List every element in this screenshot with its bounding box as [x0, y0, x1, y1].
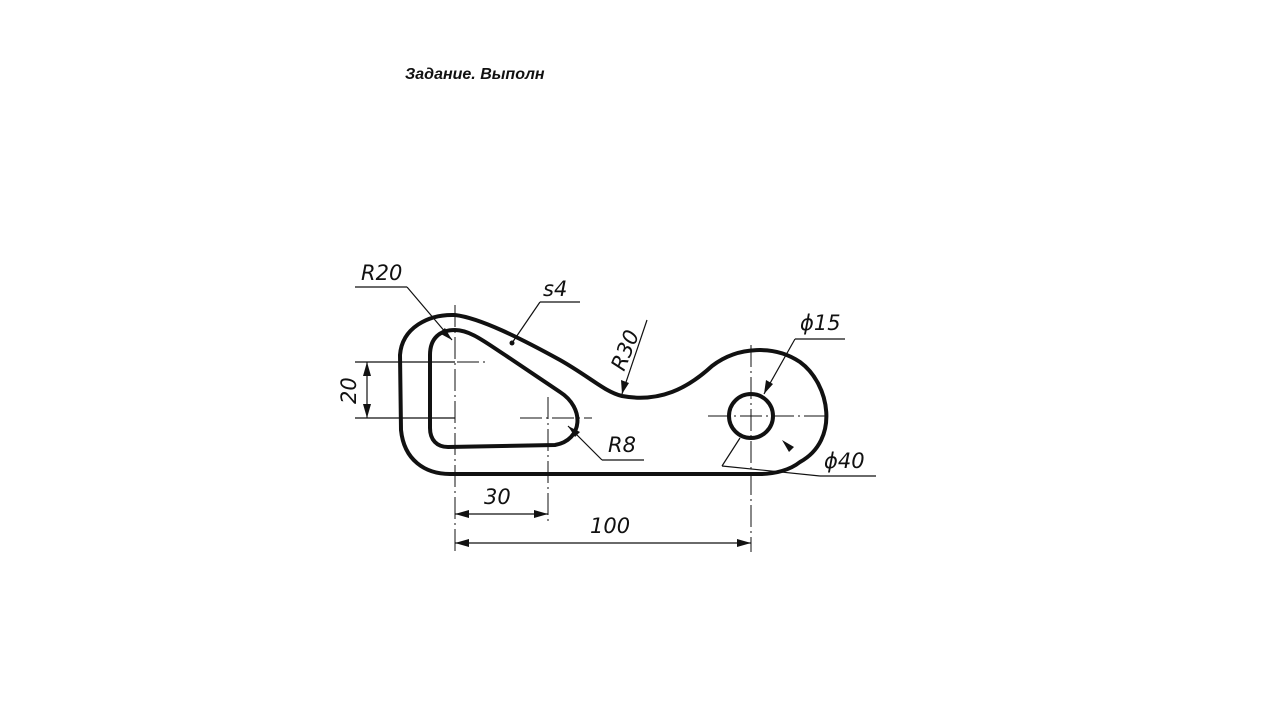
dim-d40: ϕ40: [824, 449, 865, 473]
outer-contour: [398, 312, 829, 476]
dim-100: 100: [590, 514, 630, 538]
dim-r30: R30: [606, 327, 644, 374]
dim-30: 30: [484, 485, 511, 509]
task-title: Задание. Выполн: [405, 66, 545, 83]
dim-d15: ϕ15: [800, 311, 841, 335]
dim-r8: R8: [608, 433, 636, 457]
dim-r20: R20: [361, 261, 402, 285]
dim-20: 20: [337, 377, 361, 404]
inner-opening: [428, 328, 580, 449]
dim-s4: s4: [543, 277, 567, 301]
